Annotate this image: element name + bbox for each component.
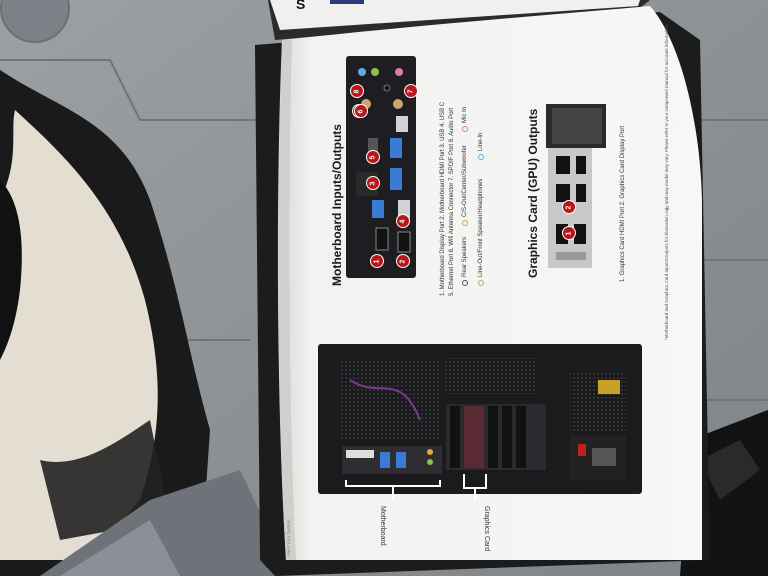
motherboard-section-title: Motherboard Inputs/Outputs: [330, 124, 344, 286]
gpu-legend: 1. Graphics Card HDMI Port 2. Graphics C…: [620, 125, 626, 282]
audio-legend-label: Line-Out/Front Speaker/Headphones: [478, 178, 484, 277]
graphics-card-label: Graphics Card: [483, 506, 490, 552]
header-fragment: S: [296, 0, 306, 12]
motherboard-legend-line-2: 5. Ethernet Port 6. Wifi Antenna Connect…: [449, 107, 455, 296]
cs-out-ring-icon: [462, 220, 468, 226]
gpu-bracket: [546, 104, 606, 268]
motherboard-label: Motherboard: [379, 506, 386, 546]
audio-legend-label: Mic In: [462, 106, 468, 123]
audio-legend-line-in: Line-In: [478, 133, 484, 160]
port-marker-8-top: 8: [350, 84, 364, 98]
port-marker-3: 3: [366, 176, 380, 190]
port-marker-7: 7: [404, 84, 418, 98]
page-number: 4: [665, 207, 670, 210]
footer-text: Meet Your System: [286, 519, 291, 556]
gpu-marker-2: 2: [562, 200, 576, 214]
line-out-ring-icon: [478, 280, 484, 286]
motherboard-legend-line-1: 1. Motherboard Display Port 2. Motherboa…: [440, 101, 446, 296]
mic-in-ring-icon: [462, 126, 468, 132]
audio-legend-mic: Mic In: [462, 107, 468, 132]
port-marker-5: 5: [366, 150, 380, 164]
pc-case-photo: [318, 344, 642, 500]
port-marker-1: 1: [370, 254, 384, 268]
audio-legend-rear: Rear Speakers: [462, 237, 468, 286]
audio-legend-label: Rear Speakers: [462, 236, 468, 277]
port-marker-4: 4: [396, 214, 410, 228]
audio-legend-cs-out: C/S-Out/Center/Subwoofer: [462, 145, 468, 226]
gpu-marker-1: 1: [562, 226, 576, 240]
audio-legend-line-out: Line-Out/Front Speaker/Headphones: [478, 179, 484, 286]
port-marker-2: 2: [396, 254, 410, 268]
disclaimer-text: *Motherboard and Graphics Card Inputs/Ou…: [664, 23, 669, 340]
rear-speakers-ring-icon: [462, 280, 468, 286]
port-marker-6: 6: [354, 104, 368, 118]
gpu-section-title: Graphics Card (GPU) Outputs: [526, 108, 540, 278]
audio-legend-label: Line-In: [478, 132, 484, 151]
audio-legend-label: C/S-Out/Center/Subwoofer: [462, 145, 468, 217]
line-in-ring-icon: [478, 154, 484, 160]
